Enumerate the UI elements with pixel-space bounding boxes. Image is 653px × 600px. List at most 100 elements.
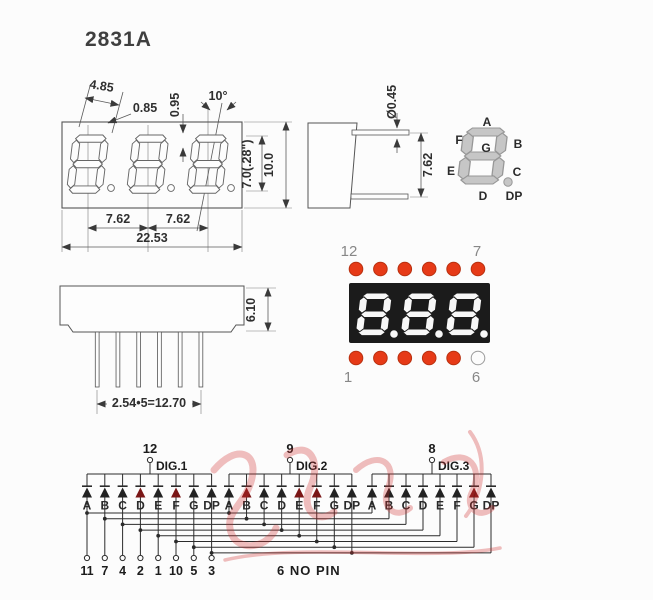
led-diode-symbol	[486, 487, 496, 498]
dim-pin-diameter: Ø0.45	[385, 85, 401, 153]
schematic-bottom-pin-number: 10	[169, 564, 183, 578]
led-diode-symbol	[311, 487, 322, 498]
photo-bottom-dot	[446, 350, 461, 366]
schematic-top-pin-number: 12	[143, 441, 157, 456]
schematic-bottom-pin-circle	[101, 554, 108, 562]
digit-segment	[457, 156, 471, 180]
digit-segment	[66, 165, 78, 189]
schematic-digit-label: DIG.3	[438, 459, 470, 473]
no-pin-note: 6 NO PIN	[277, 563, 341, 578]
schematic-bottom-pin-number: 1	[155, 564, 162, 578]
schematic-top-pin-number: 8	[428, 441, 435, 456]
dim-pin-pitch: 7.62	[410, 132, 435, 198]
segmap-label-g: G	[481, 141, 490, 155]
led-diode-symbol	[224, 487, 234, 498]
led-diode-symbol	[418, 487, 428, 498]
photo-digit-2	[400, 292, 438, 337]
schematic-bottom-pin-circle	[119, 554, 126, 562]
led-diode-symbol	[469, 487, 479, 498]
photo-top-dot	[421, 261, 437, 277]
profile-pin	[177, 331, 183, 388]
schematic-bottom-pin-number: 11	[80, 564, 93, 578]
digit-segment	[69, 139, 81, 164]
segmap-label-c: C	[513, 165, 522, 179]
led-diode-symbol	[99, 487, 110, 498]
photo-top-dot	[373, 261, 388, 277]
front-body-outline	[61, 121, 243, 209]
led-diode-symbol	[117, 487, 128, 498]
segmap-label-e: E	[447, 164, 455, 178]
schematic-top-pin-number: 9	[286, 441, 293, 456]
side-view-drawing: Ø0.45 7.62	[307, 85, 435, 209]
digit-segment	[355, 314, 366, 333]
svg-text:7.62: 7.62	[421, 153, 435, 177]
digit-segment	[460, 132, 474, 156]
pinout-schematic: 12DIG.1ABCDEFGDP9DIG.2ABCDEFGDP8DIG.3ABC…	[80, 441, 499, 578]
dim-digit-width: 4.85	[78, 77, 124, 134]
photo-digit-dp	[480, 330, 488, 338]
dim-profile-height: 6.10	[244, 287, 276, 332]
side-pin-top	[351, 129, 410, 136]
digit-segment	[95, 165, 106, 189]
dim-total-height: 10.0	[244, 121, 292, 209]
svg-text:7.0(.28"): 7.0(.28")	[240, 139, 254, 188]
digit-segment	[72, 160, 104, 169]
digit-segment	[194, 134, 227, 143]
digit-segment	[404, 310, 433, 318]
digit-segment	[218, 139, 229, 164]
digit-segment	[68, 185, 101, 194]
pin-profile-drawing: 6.10 2.54•5=12.70	[59, 285, 276, 414]
digit-segment	[129, 139, 141, 164]
photo-bottom-dot	[348, 350, 364, 366]
digit-segment	[126, 165, 138, 189]
led-diode-symbol	[294, 487, 305, 498]
dim-digit-height: 7.0(.28")	[240, 135, 268, 192]
svg-text:6.10: 6.10	[244, 298, 258, 322]
svg-text:0.95: 0.95	[168, 93, 182, 117]
photo-pin12-label: 12	[341, 243, 358, 260]
schematic-bottom-pin-circle	[83, 554, 91, 562]
led-diode-symbol	[241, 487, 252, 498]
schematic-digit-label: DIG.1	[156, 459, 188, 473]
schematic-bottom-pin-number: 4	[119, 564, 126, 578]
photo-pin6-label: 6	[472, 369, 480, 386]
front-view-drawing: 4.85 0.85 0.95 10° 7.62 7.62	[61, 77, 292, 252]
digit-segment	[189, 139, 201, 164]
svg-text:10.0: 10.0	[262, 153, 276, 177]
segmap-digit-shape	[457, 127, 508, 185]
schematic-top-pin-circle	[428, 456, 436, 464]
dim-segment-thickness: 0.85	[107, 101, 157, 124]
svg-text:2.54•5=12.70: 2.54•5=12.70	[112, 396, 186, 410]
digit-segment	[463, 151, 502, 161]
digit-segment	[158, 139, 169, 164]
digit-segment	[128, 185, 161, 194]
front-digit-outline-1	[66, 134, 109, 194]
dim-segment-thickness-2: 0.95	[168, 93, 187, 162]
profile-pin	[94, 331, 100, 388]
led-diode-symbol	[384, 487, 394, 498]
led-diode-symbol	[276, 487, 287, 498]
schematic-digit-label: DIG.2	[296, 459, 328, 473]
digit-segment	[134, 134, 167, 143]
led-diode-symbol	[367, 487, 377, 498]
led-diode-symbol	[206, 487, 217, 498]
front-digit-dp-outline	[227, 184, 235, 192]
schematic-bottom-pin-number: 5	[190, 564, 197, 578]
led-diode-symbol	[82, 487, 92, 498]
svg-text:Ø0.45: Ø0.45	[385, 85, 399, 119]
schematic-bottom-pin-circle	[190, 554, 197, 562]
digit-segment	[74, 134, 107, 143]
led-diode-symbol	[329, 487, 340, 498]
led-diode-symbol	[188, 487, 199, 498]
profile-body-outline	[59, 285, 245, 333]
led-diode-symbol	[153, 487, 164, 498]
segmap-label-a: A	[483, 115, 492, 129]
front-digit-dp-outline	[167, 184, 175, 192]
part-number-title: 2831A	[85, 28, 152, 51]
photo-top-dot	[397, 261, 413, 277]
side-body-outline	[307, 122, 358, 209]
schematic-bottom-pin-circle	[208, 554, 215, 562]
segmap-dp-dot	[503, 177, 513, 187]
